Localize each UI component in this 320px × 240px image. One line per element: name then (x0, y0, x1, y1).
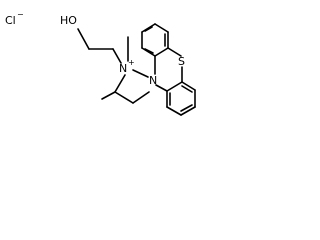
bond-upper-double-3 (144, 48, 154, 54)
side-chain-bonds (77, 28, 150, 104)
central-ring-bonds (154, 47, 183, 92)
ammonium-nitrogen-label: N (119, 62, 127, 75)
bond-upper-5 (141, 47, 156, 57)
bond-lower-3 (180, 106, 196, 116)
bond-n-methyl-right (132, 69, 149, 78)
atom-labels: Cl − HO N + N S (5, 10, 185, 87)
hydroxyl-label: HO (60, 14, 77, 27)
ammonium-charge: + (128, 58, 135, 67)
bond-upper-3 (141, 23, 156, 33)
bond-upper-2 (154, 23, 169, 33)
bond-lower-double-3 (181, 85, 193, 93)
ring-nitrogen-label: N (149, 74, 157, 87)
bond-ch2-ring-n (132, 91, 150, 104)
chloride-label: Cl (5, 14, 16, 27)
upper-benzene-ring (141, 23, 169, 57)
bond-ch-methyl (101, 91, 116, 100)
bond-c5a-c9a (154, 47, 169, 57)
bond-o-c1 (77, 28, 90, 50)
ring-sulfur-label: S (178, 55, 185, 68)
bond-n-ch (114, 74, 126, 93)
lower-benzene-ring (166, 81, 196, 116)
bond-lower-double-2 (180, 104, 193, 112)
bond-lower-2 (166, 106, 182, 116)
bond-upper-double-2 (144, 26, 153, 32)
bond-s-c5a (167, 47, 182, 57)
bond-c2-n-ammonium (112, 48, 122, 64)
bond-n10-c10a (155, 84, 168, 92)
bond-c10a-c4a (166, 81, 183, 92)
bond-ch-ch2 (114, 91, 134, 104)
bond-lower-5 (181, 81, 196, 91)
chemical-structure: Cl − HO N + N S (5, 10, 196, 116)
chloride-charge: − (17, 10, 24, 19)
